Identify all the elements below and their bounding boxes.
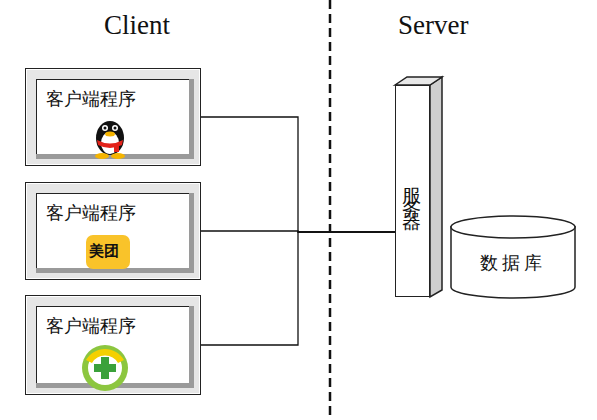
database-cylinder: 数据库 [450, 215, 576, 299]
node-text: 客户端程序 [46, 314, 136, 338]
client-box: 客户端程序 [25, 68, 201, 166]
server-top-face [395, 77, 442, 85]
client-box: 客户端程序 [25, 295, 201, 395]
qq-icon [95, 121, 125, 159]
server-side-face [430, 77, 442, 297]
column-heading: Server [398, 10, 468, 41]
connector-line [201, 232, 395, 345]
360-icon [82, 345, 128, 391]
text-wrap: 服务器 [396, 86, 429, 296]
connector-line [201, 117, 395, 232]
node-text: 服务器 [400, 173, 426, 209]
node-text: 客户端程序 [46, 201, 136, 225]
divider-line [329, 0, 332, 420]
meituan-icon [86, 235, 130, 269]
node-text: 数据库 [450, 251, 576, 275]
logo-text: 美团 [89, 242, 119, 261]
node-text: 客户端程序 [46, 87, 136, 111]
server-tower: 服务器 [395, 85, 430, 297]
client-box: 客户端程序 [25, 182, 201, 280]
column-heading: Client [104, 10, 170, 41]
